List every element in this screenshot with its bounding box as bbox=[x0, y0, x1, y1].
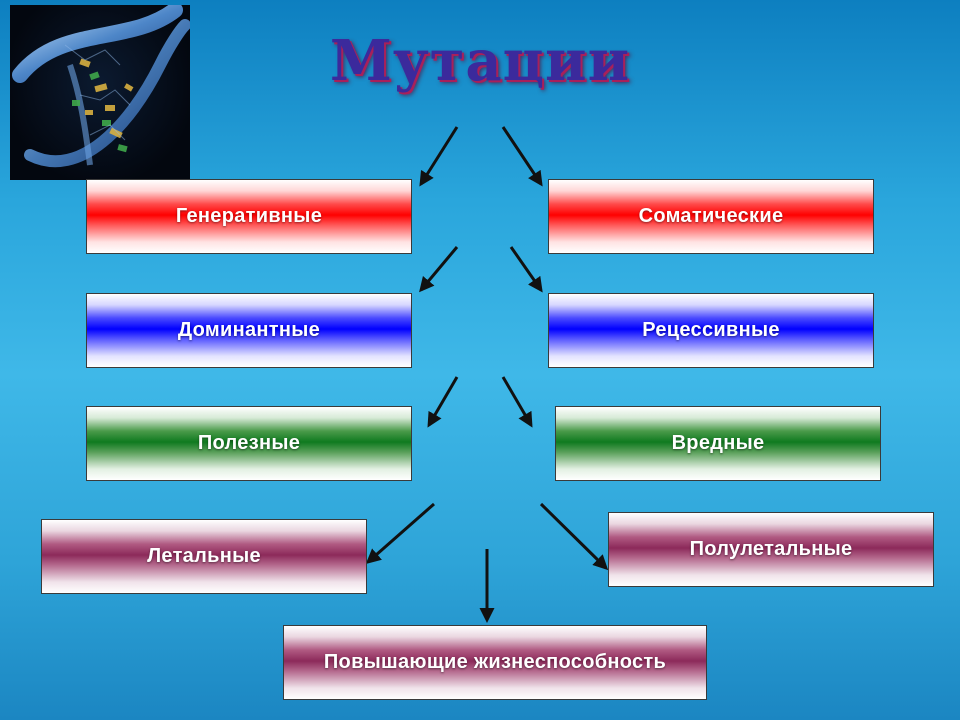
box-dominant: Доминантные bbox=[86, 293, 412, 368]
dna-helix-icon bbox=[12, 5, 190, 167]
arrow-to-dominant bbox=[419, 246, 459, 293]
arrow-to-lethal bbox=[365, 502, 435, 564]
box-viability: Повышающие жизнеспособность bbox=[283, 625, 707, 700]
arrow-to-recessive bbox=[509, 246, 543, 293]
box-generative: Генеративные bbox=[86, 179, 412, 254]
box-useful: Полезные bbox=[86, 406, 412, 481]
box-harmful: Вредные bbox=[555, 406, 881, 481]
arrow-to-semilethal bbox=[539, 502, 609, 571]
box-somatic: Соматические bbox=[548, 179, 874, 254]
page-title: Мутации bbox=[329, 28, 631, 94]
box-recessive: Рецессивные bbox=[548, 293, 874, 368]
box-semilethal: Полулетальные bbox=[608, 512, 934, 587]
arrow-to-useful bbox=[427, 376, 459, 428]
box-lethal: Летальные bbox=[41, 519, 367, 594]
arrow-to-generative bbox=[419, 126, 459, 187]
dna-helix-image bbox=[10, 5, 190, 180]
arrow-to-harmful bbox=[501, 376, 533, 428]
arrow-to-somatic bbox=[501, 126, 543, 187]
